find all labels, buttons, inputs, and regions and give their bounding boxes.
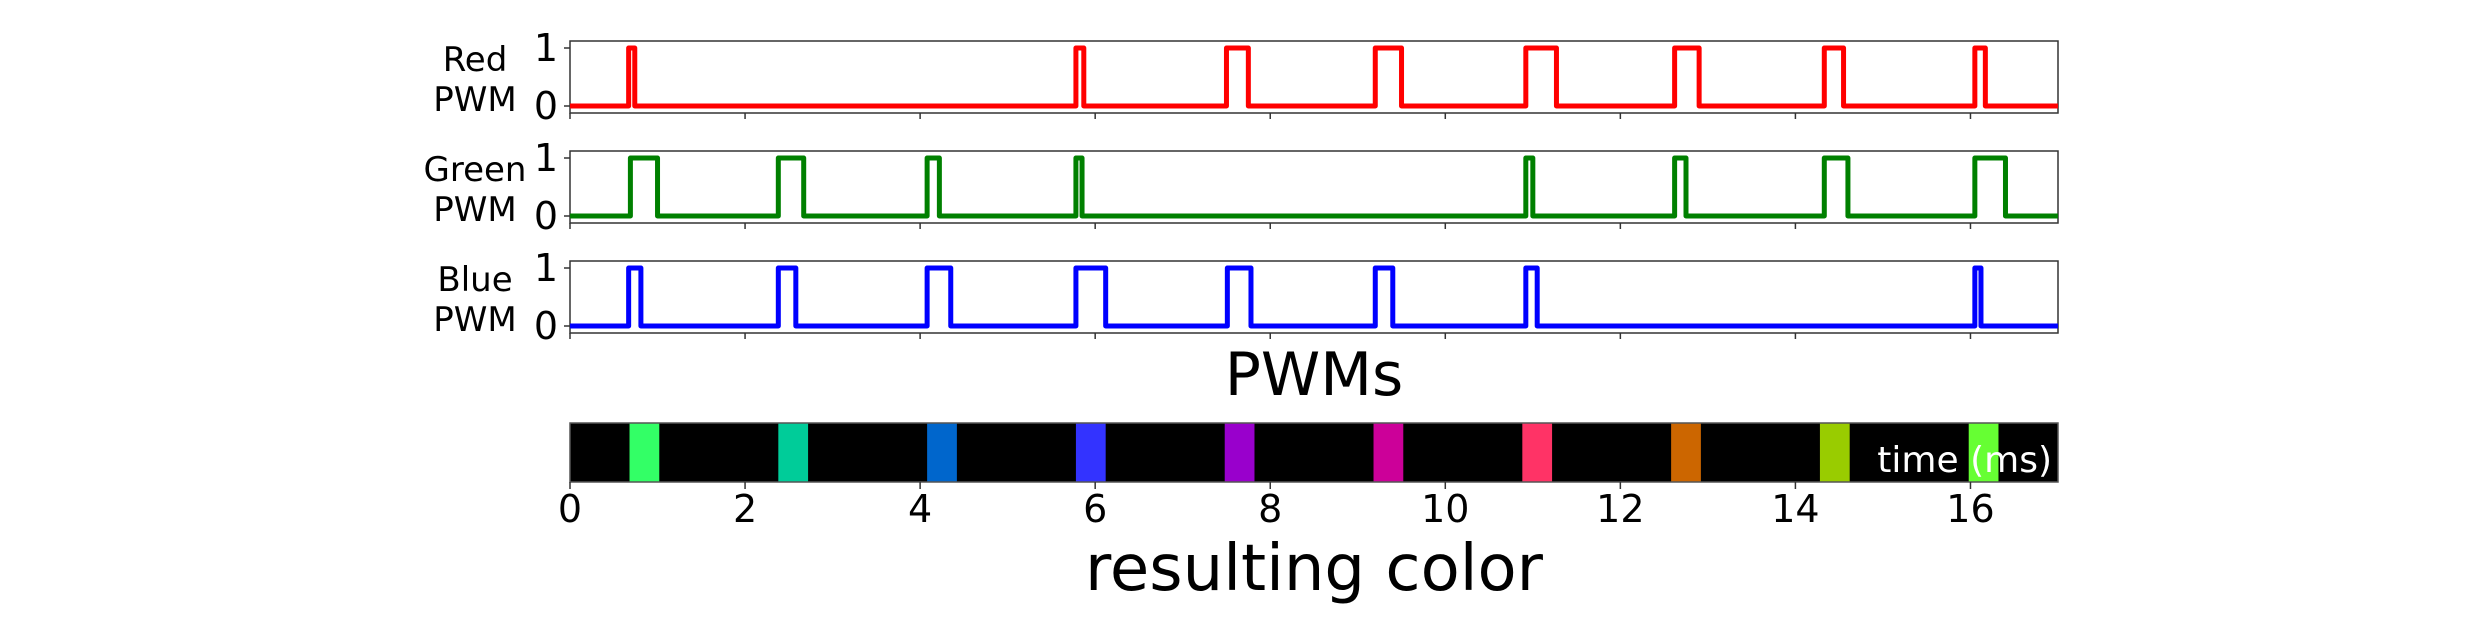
x-tick-label: 12 bbox=[1596, 487, 1644, 531]
pwm-pulse bbox=[1824, 158, 1848, 216]
y-axis-label: Red bbox=[443, 40, 508, 80]
pwm-pulse bbox=[927, 268, 951, 326]
plot-frame bbox=[569, 150, 2059, 224]
pwm-pulse bbox=[1824, 48, 1843, 106]
plot-frame bbox=[569, 260, 2059, 334]
y-tick-label: 1 bbox=[534, 26, 558, 70]
y-tick-label: 1 bbox=[534, 246, 558, 290]
x-tick-label: 6 bbox=[1083, 487, 1107, 531]
color-segment bbox=[778, 423, 809, 482]
y-axis-label: PWM bbox=[433, 300, 516, 340]
pwm-pulse bbox=[1227, 268, 1251, 326]
color-segment bbox=[1075, 423, 1106, 482]
y-tick-label: 0 bbox=[534, 84, 558, 128]
color-segment bbox=[927, 423, 957, 482]
pwm-pulse bbox=[1226, 48, 1248, 106]
pwm-pulse bbox=[778, 268, 796, 326]
color-segment bbox=[1671, 423, 1701, 482]
pwm-pulse bbox=[1076, 268, 1106, 326]
y-axis-label: PWM bbox=[433, 80, 516, 120]
y-axis-label: Blue bbox=[437, 260, 512, 300]
x-tick-label: 0 bbox=[558, 487, 582, 531]
x-tick-label: 2 bbox=[733, 487, 757, 531]
y-axis-label: PWM bbox=[433, 190, 516, 230]
x-tick-label: 10 bbox=[1421, 487, 1469, 531]
y-tick-label: 0 bbox=[534, 304, 558, 348]
color-segment bbox=[1373, 423, 1404, 482]
pwm-signal-line bbox=[570, 155, 2058, 219]
y-tick-label: 1 bbox=[534, 136, 558, 180]
color-bar: time (ms) 0 2 4 6 8 10 12 14 16 resulting color bbox=[558, 422, 2059, 606]
pwm-pulse bbox=[1975, 158, 2006, 216]
color-segment bbox=[1522, 423, 1553, 482]
color-segment bbox=[1968, 423, 1999, 482]
color-segment bbox=[629, 423, 660, 482]
pwm-pulse bbox=[630, 158, 657, 216]
pwm-signal-line bbox=[570, 45, 2058, 109]
x-tick-label: 8 bbox=[1258, 487, 1282, 531]
pwm-section-title: PWMs bbox=[1225, 340, 1404, 410]
time-axis-annotation: time (ms) bbox=[1877, 440, 2052, 481]
pwm-pulse bbox=[1526, 48, 1557, 106]
pwm-pulse bbox=[1375, 268, 1393, 326]
y-axis-label: Green bbox=[424, 150, 527, 190]
pwm-pulse bbox=[1375, 48, 1401, 106]
color-bar-frame bbox=[569, 422, 2059, 483]
color-bar-background bbox=[570, 423, 2058, 482]
color-segment bbox=[1819, 423, 1850, 482]
pwm-pulse bbox=[778, 158, 803, 216]
color-segment bbox=[1224, 423, 1255, 482]
color-section-title: resulting color bbox=[1085, 532, 1544, 606]
pwm-signal-line bbox=[570, 265, 2058, 329]
y-tick-label: 0 bbox=[534, 194, 558, 238]
x-tick-label: 16 bbox=[1946, 487, 1994, 531]
pwm-pulse bbox=[1675, 48, 1700, 106]
x-tick-label: 14 bbox=[1771, 487, 1819, 531]
x-tick-label: 4 bbox=[908, 487, 932, 531]
plot-frame bbox=[569, 40, 2059, 114]
